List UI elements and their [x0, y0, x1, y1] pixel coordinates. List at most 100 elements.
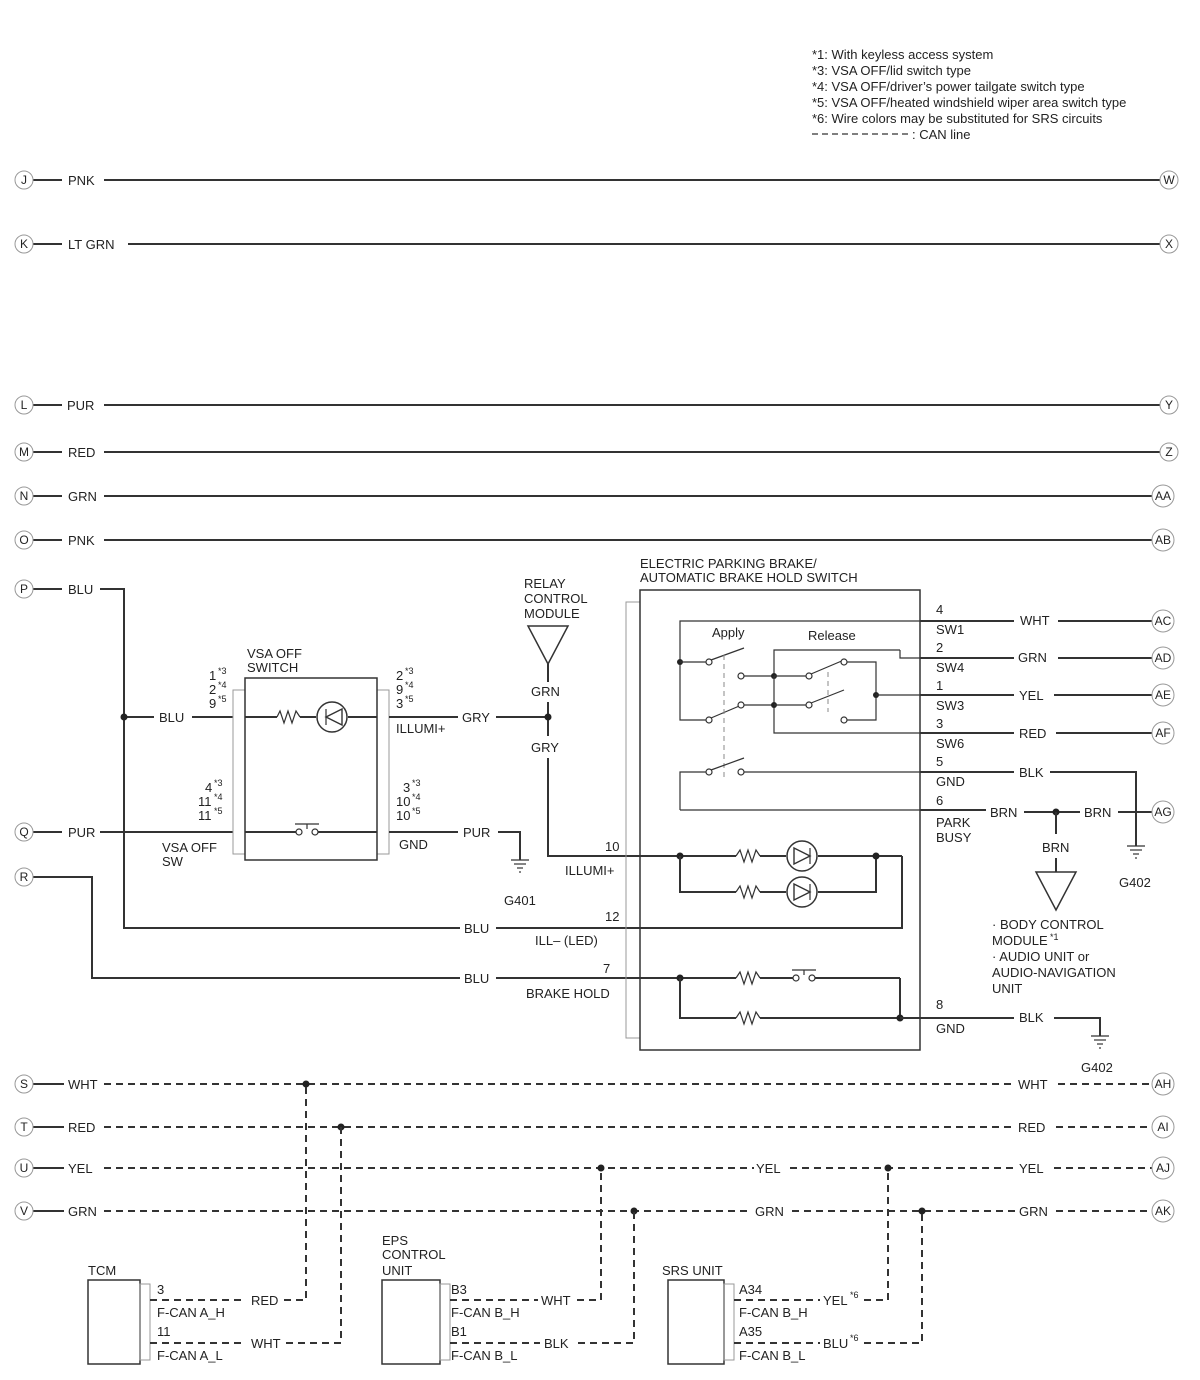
- svg-text:AF: AF: [1155, 726, 1170, 740]
- svg-text:J: J: [21, 173, 27, 187]
- epb-release: Release: [808, 628, 856, 643]
- vsa-lpin-6: 11: [198, 808, 212, 823]
- connector-ag: AG: [1151, 800, 1175, 824]
- connector-k: K: [14, 234, 34, 254]
- connector-ai: AI: [1151, 1115, 1175, 1139]
- srs-pin-a34: A34: [739, 1282, 762, 1297]
- wire-label-red-af: RED: [1019, 726, 1046, 741]
- epb-pin-2: 2: [936, 640, 943, 655]
- svg-text:S: S: [20, 1077, 28, 1091]
- wire-label-blk-8: BLK: [1019, 1010, 1044, 1025]
- epb-pin-8: 8: [936, 997, 943, 1012]
- epb-pin-5: 5: [936, 754, 943, 769]
- vsa-lpin-3: 9: [209, 696, 216, 711]
- vsa-lsup-2: *4: [218, 680, 227, 690]
- epb-illumi: ILLUMI+: [565, 863, 615, 878]
- connector-ab: AB: [1151, 528, 1175, 552]
- wire-label-brn-ag: BRN: [1084, 805, 1111, 820]
- brake-hold-circuit: BLU: [32, 876, 640, 986]
- note-1: *1: With keyless access system: [812, 47, 993, 62]
- epb-pin-10: 10: [605, 839, 619, 854]
- ground-g402-a: G402: [1119, 875, 1151, 890]
- tcm-unit: TCM 3 F-CAN A_H 11 F-CAN A_L RED WHT: [87, 1084, 342, 1365]
- connector-ah: AH: [1151, 1072, 1175, 1096]
- note-can: : CAN line: [912, 127, 971, 142]
- epb-apply: Apply: [712, 625, 745, 640]
- wire-label-brn-6: BRN: [990, 805, 1017, 820]
- epb-pin-6: 6: [936, 793, 943, 808]
- wire-label-grn-v: GRN: [68, 1204, 97, 1219]
- vsa-lsup-6: *5: [214, 806, 223, 816]
- svg-text:N: N: [20, 489, 29, 503]
- connector-ae: AE: [1151, 683, 1175, 707]
- can-bus: WHT WHT RED RED YEL YEL YEL GRN GRN GRN: [32, 1077, 1152, 1219]
- epb-pin-3: 3: [936, 716, 943, 731]
- srs-unit: SRS UNIT A34 F-CAN B_H A35 F-CAN B_L YEL…: [662, 1168, 923, 1365]
- note-4: *4: VSA OFF/driver’s power tailgate swit…: [812, 79, 1085, 94]
- svg-text:U: U: [20, 1161, 29, 1175]
- epb-busy: BUSY: [936, 830, 972, 845]
- note-5: *5: VSA OFF/heated windshield wiper area…: [812, 95, 1126, 110]
- svg-text:K: K: [20, 237, 28, 251]
- wire-label-gry-vsa: GRY: [462, 710, 490, 725]
- connector-s: S: [14, 1074, 34, 1094]
- connector-l: L: [14, 395, 34, 415]
- vsa-lsup-5: *4: [214, 792, 223, 802]
- vsa-rpin-4: 3: [403, 780, 410, 795]
- notes-legend: *1: With keyless access system *3: VSA O…: [812, 47, 1126, 142]
- bcm-label-2: MODULE: [992, 933, 1048, 948]
- epb-title-2: AUTOMATIC BRAKE HOLD SWITCH: [640, 570, 858, 585]
- vsa-rpin-2: 9: [396, 682, 403, 697]
- wire-label-red-tcm: RED: [251, 1293, 278, 1308]
- bcm-sup-1: *1: [1050, 932, 1059, 942]
- tcm-fcan-l: F-CAN A_L: [157, 1348, 223, 1363]
- epb-pin-12: 12: [605, 909, 619, 924]
- connector-o: O: [14, 530, 34, 550]
- connector-m: M: [14, 442, 34, 462]
- epb-sw3: SW3: [936, 698, 964, 713]
- svg-text:AE: AE: [1155, 688, 1171, 702]
- eps-pin-b3: B3: [451, 1282, 467, 1297]
- vsa-gnd: GND: [399, 837, 428, 852]
- tcm-pin-3: 3: [157, 1282, 164, 1297]
- wire-label-wht-s: WHT: [68, 1077, 98, 1092]
- vsa-lsup-4: *3: [214, 778, 223, 788]
- eps-fcan-l: F-CAN B_L: [451, 1348, 517, 1363]
- epb-brake-hold: BRAKE HOLD: [526, 986, 610, 1001]
- vsa-sw-label-1: VSA OFF: [162, 840, 217, 855]
- connector-r: R: [14, 867, 34, 887]
- bcm-label-4: AUDIO-NAVIGATION: [992, 965, 1116, 980]
- through-wires: PNK LT GRN PUR RED GRN PNK: [32, 173, 1160, 548]
- srs-fcan-h: F-CAN B_H: [739, 1305, 808, 1320]
- wire-label-grn-relay: GRN: [531, 684, 560, 699]
- relay-label-2: CONTROL: [524, 591, 588, 606]
- wire-label-yel-ae: YEL: [1019, 688, 1044, 703]
- wire-label-grn-n: GRN: [68, 489, 97, 504]
- wire-label-brn-bcm: BRN: [1042, 840, 1069, 855]
- vsa-lpin-5: 11: [198, 794, 212, 809]
- tcm-pin-11: 11: [157, 1324, 171, 1339]
- connector-u: U: [14, 1158, 34, 1178]
- ground-g402-b: G402: [1081, 1060, 1113, 1075]
- svg-text:M: M: [19, 445, 29, 459]
- wire-label-pur-vsa: PUR: [463, 825, 490, 840]
- vsa-rpin-6: 10: [396, 808, 410, 823]
- epb-ill-led: ILL– (LED): [535, 933, 598, 948]
- svg-text:AB: AB: [1155, 533, 1171, 547]
- svg-text:T: T: [20, 1120, 28, 1134]
- eps-title-1: EPS: [382, 1233, 408, 1248]
- svg-text:AD: AD: [1155, 651, 1172, 665]
- svg-text:P: P: [20, 582, 28, 596]
- wire-label-yel-mid: YEL: [756, 1161, 781, 1176]
- vsa-off-switch: VSA OFF SWITCH 1 *3 2 *4 9 *5 4 *3 11 *4…: [198, 646, 446, 861]
- vsa-rpin-5: 10: [396, 794, 410, 809]
- wire-label-pur-l: PUR: [67, 398, 94, 413]
- eps-title-2: CONTROL: [382, 1247, 446, 1262]
- srs-sup-blu: *6: [850, 1333, 859, 1343]
- vsa-rpin-1: 2: [396, 668, 403, 683]
- wire-label-grn-ad: GRN: [1018, 650, 1047, 665]
- vsa-lsup-3: *5: [218, 694, 227, 704]
- connector-ac: AC: [1151, 609, 1175, 633]
- vsa-illumi: ILLUMI+: [396, 721, 446, 736]
